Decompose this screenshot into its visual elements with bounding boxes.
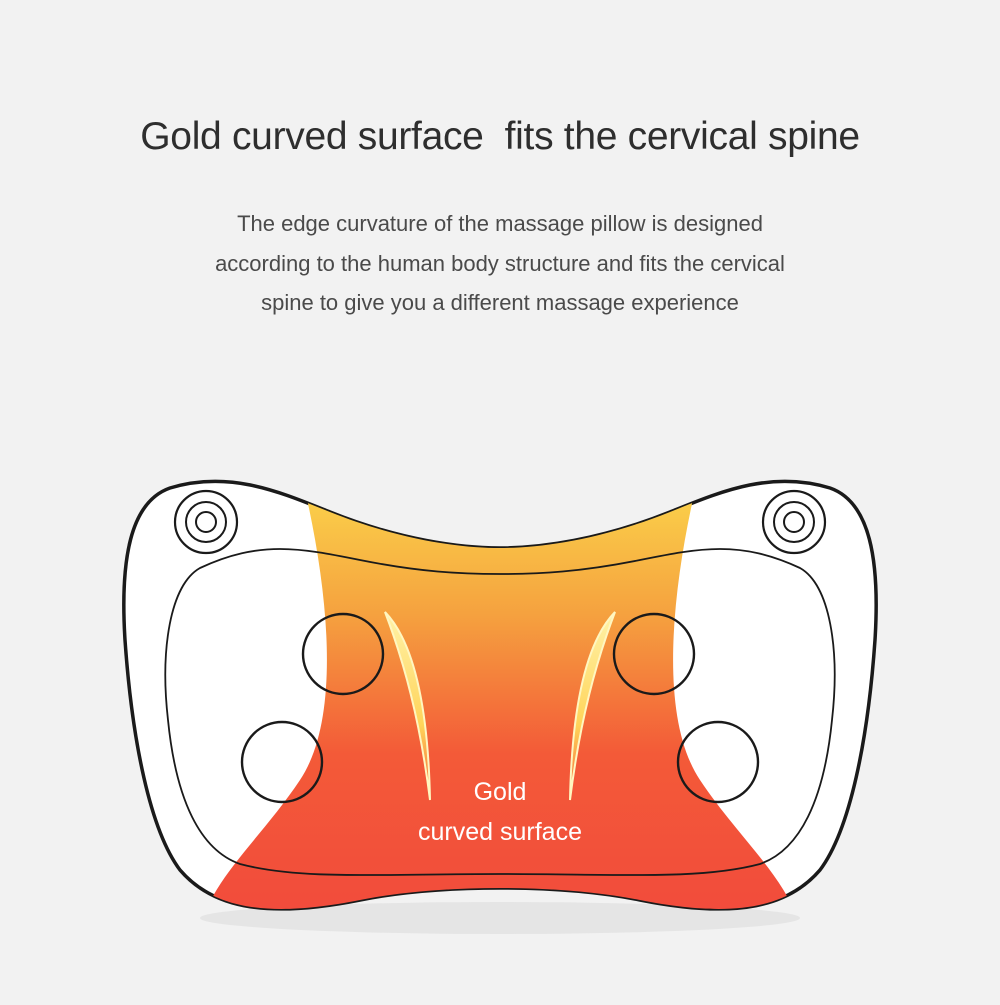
description: The edge curvature of the massage pillow… [0,204,1000,323]
corner-button-left [173,489,239,555]
massage-node [676,720,760,804]
corner-button-right [761,489,827,555]
pillow-label-line: curved surface [418,818,582,846]
massage-node [301,612,385,696]
massage-node [240,720,324,804]
pillow-shadow [200,902,800,934]
gold-curved-surface-heat [200,490,800,909]
pillow-label: Gold curved surface [0,772,1000,852]
pillow-inner-contour [164,548,836,876]
description-line: according to the human body structure an… [215,250,785,276]
glow-streak-left [384,611,431,801]
headline: Gold curved surface fits the cervical sp… [140,115,860,158]
pillow-label-line: Gold [473,778,527,806]
massage-node [612,612,696,696]
description-line: spine to give you a different massage ex… [261,290,739,315]
description-line: The edge curvature of the massage pillow… [237,211,763,236]
glow-streak-right [569,611,616,801]
